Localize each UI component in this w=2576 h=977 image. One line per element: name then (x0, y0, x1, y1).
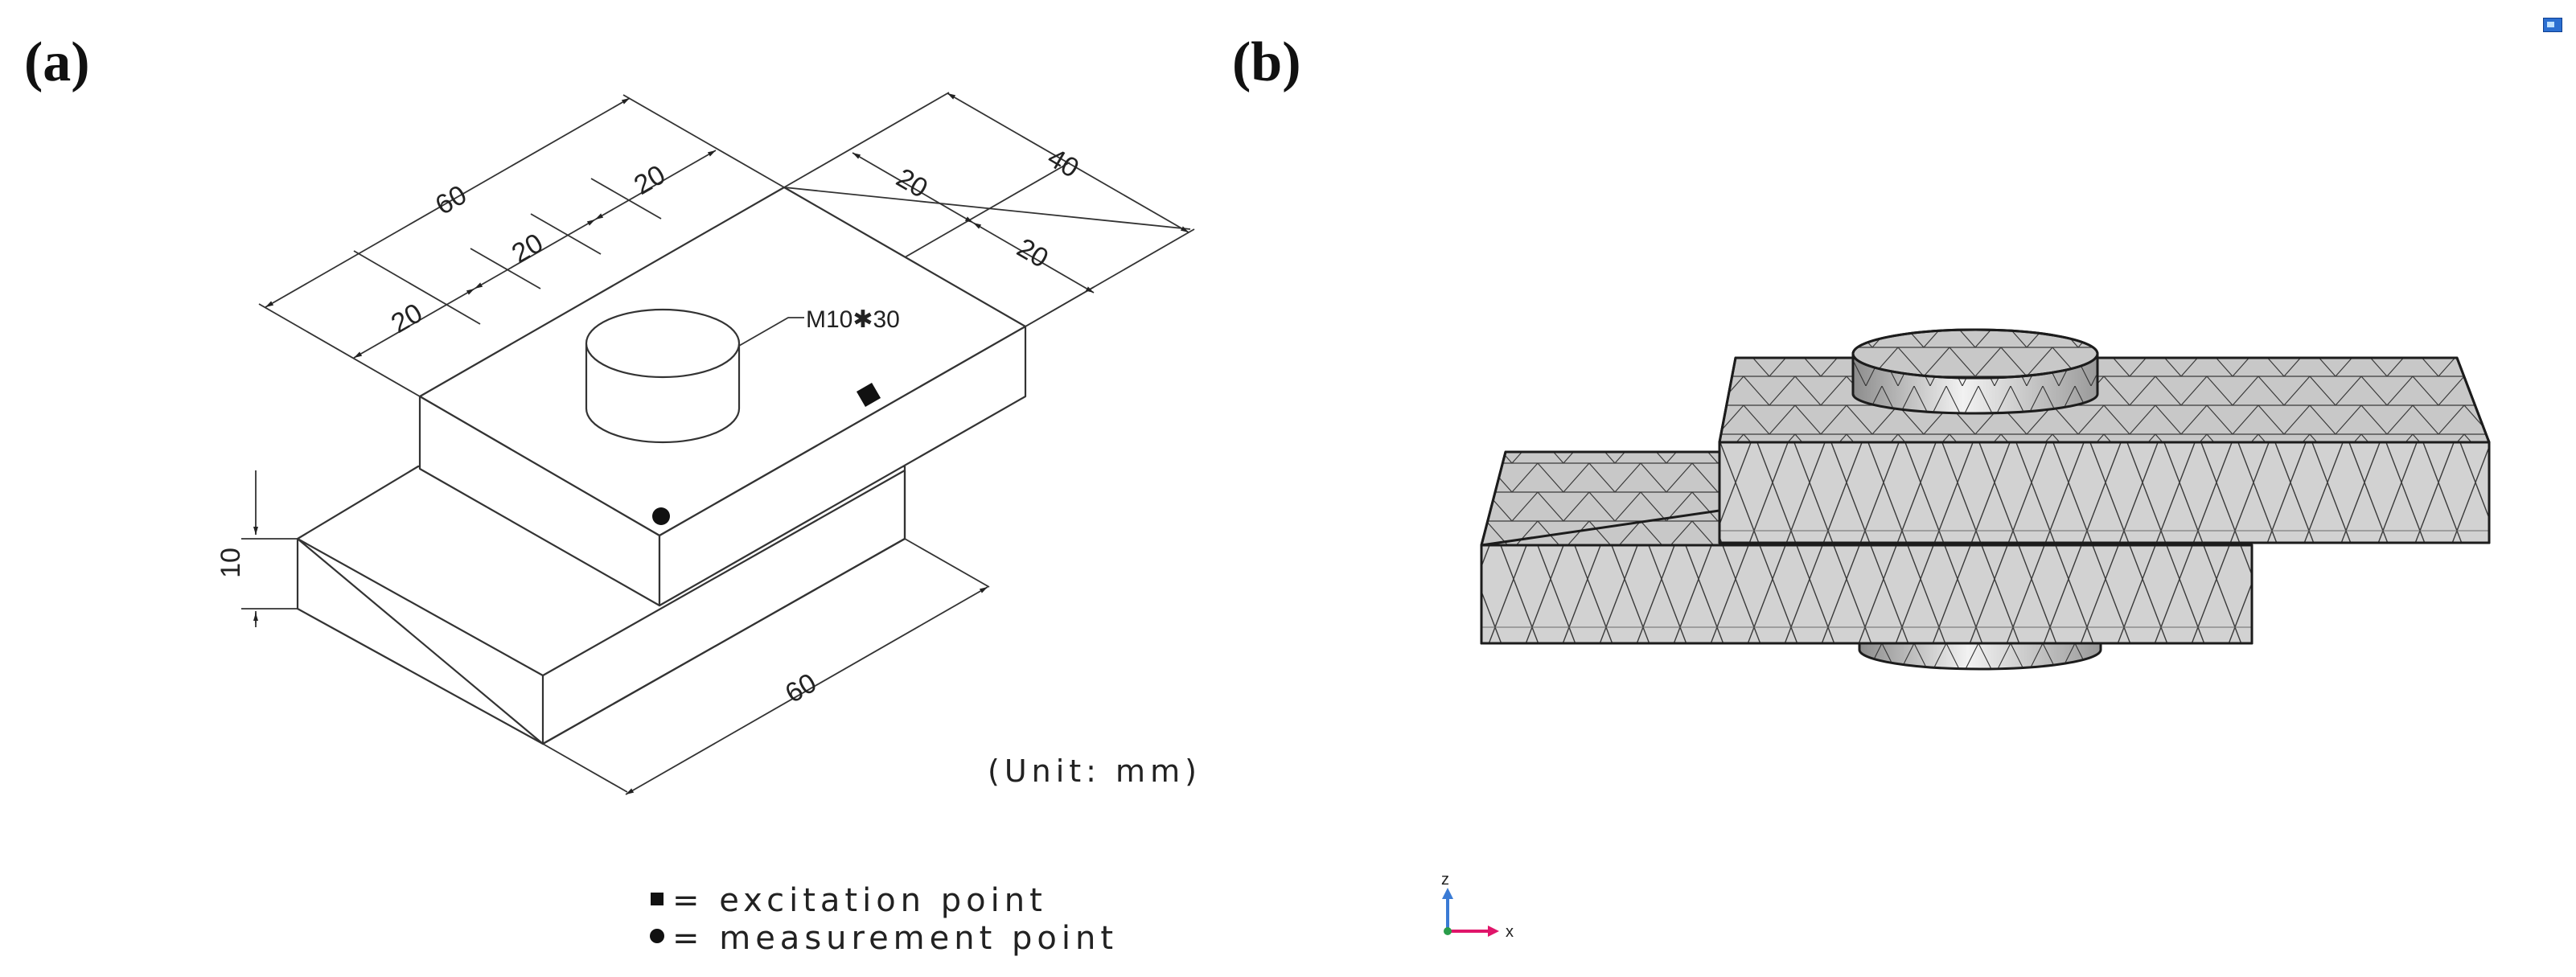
bolt-head-cylinder (585, 308, 741, 444)
panel-a-label: (a) (24, 31, 90, 93)
window-restore-icon[interactable] (2543, 18, 2562, 32)
dim-right-seg1: 20 (891, 162, 933, 204)
legend-measurement-marker (650, 929, 664, 943)
fe-mesh-model: z x (1441, 328, 2491, 941)
top-cylinder (1851, 328, 2099, 415)
legend-excitation-marker (651, 893, 664, 905)
measurement-point-marker (652, 507, 670, 525)
dim-top-seg2: 20 (507, 228, 548, 269)
dim-top-seg3: 20 (629, 159, 671, 201)
legend-excitation-text: = excitation point (672, 882, 1047, 919)
dimension-lines (253, 92, 1189, 795)
axis-triad: z x (1441, 871, 1514, 941)
dim-right-seg2: 20 (1012, 232, 1054, 274)
axis-z-label: z (1441, 871, 1449, 889)
axis-x-label: x (1506, 923, 1514, 941)
dim-height: 10 (216, 548, 246, 578)
dim-top-seg1: 20 (386, 298, 428, 339)
excitation-point-marker (856, 382, 881, 408)
bolt-callout: M10✱30 (806, 306, 900, 333)
bottom-cylinder (1858, 642, 2102, 671)
unit-note: (Unit: mm) (988, 753, 1202, 789)
dim-top-total: 60 (430, 179, 472, 221)
legend-measurement-text: = measurement point (672, 920, 1118, 957)
upper-plate-mesh (1718, 356, 2491, 544)
dim-right-total: 40 (1042, 142, 1084, 184)
isometric-drawing: 60 20 20 20 40 20 20 10 60 M10✱30 (Unit:… (216, 92, 1202, 957)
panel-b-label: (b) (1232, 31, 1301, 93)
